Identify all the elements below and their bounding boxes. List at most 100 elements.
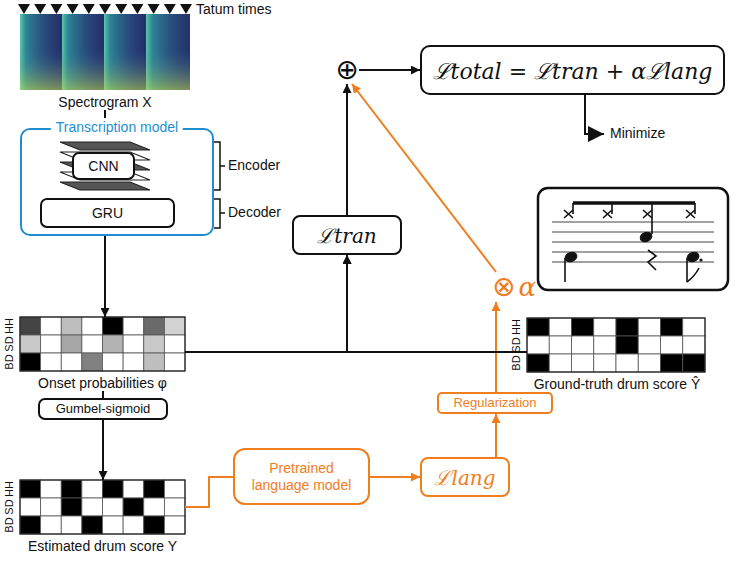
process-box: CNN [72,152,135,180]
probability-grid: Onset probabilities φ [20,317,185,391]
grid-cell [61,516,82,534]
grid-cell [144,480,165,498]
drum-notation [686,210,695,218]
grid-cell [549,336,571,354]
grid-cell [164,353,185,371]
spectrogram-image [20,50,190,90]
grid-cell [123,516,144,534]
grid-cell [103,317,124,335]
grid-cell [82,317,103,335]
process-box: Regularization [437,392,553,414]
grid-cell [616,354,638,372]
grid-cell [123,480,144,498]
grid-cell [594,318,616,336]
loss-box: ℒlang [420,457,510,497]
grid-cell [527,354,549,372]
drum-notation [564,210,573,218]
node-text: Estimated drum score Y [28,538,177,554]
grid-frame [527,318,705,372]
tatum-marker [18,4,30,14]
grid-cell [683,336,705,354]
drum-notation [538,188,728,290]
grid-cell [616,318,638,336]
node-text: Gumbel-sigmoid [56,401,151,417]
grid-cell [20,498,41,516]
spectrogram-image [20,14,190,90]
row-label: BD [510,355,522,370]
drum-notation [552,232,714,233]
drum-notation [699,258,702,261]
connector [102,420,104,480]
grid-cell [61,317,82,335]
bracket [214,142,225,190]
grid-cell [123,335,144,353]
drum-notation [603,210,612,218]
grid-cell [661,318,683,336]
grid-cell [41,335,62,353]
spectrogram: Spectrogram X [20,14,190,110]
drum-notation [573,201,695,205]
drum-notation [687,268,699,282]
tatum-marker [180,4,192,14]
drum-notation [538,188,728,290]
grid-cell [123,353,144,371]
drum-notation [552,242,714,243]
connector [104,110,106,118]
connector [346,84,348,215]
sum-symbol: ⊕ [335,56,359,84]
grid-cell [123,317,144,335]
bracket [214,142,225,228]
tatum-marker [148,4,160,14]
row-label: BD [3,517,15,532]
connector [359,69,420,71]
grid-cell [144,353,165,371]
grid-frame [20,480,185,534]
grid-cell [164,516,185,534]
grid-cell [164,317,185,335]
row-label: SD [510,337,522,352]
grid-cell [164,480,185,498]
tatum-marker [164,4,176,14]
node-text: GRU [92,205,123,222]
drum-notation [572,203,574,214]
loss-box: ℒtotal = ℒtran + αℒlang [420,45,725,95]
model-box: Pretrained language model [233,448,370,505]
annotation-label: Minimize [610,125,665,141]
tatum-marker [83,4,95,14]
grid-cell [41,516,62,534]
grid-cell [41,317,62,335]
node-text: Regularization [453,395,536,411]
node-text: ℒlang [434,464,495,491]
row-label: HH [3,481,15,497]
grid-cell [61,498,82,516]
grid-cell [572,318,594,336]
grid-cell [144,516,165,534]
grid-cell [549,354,571,372]
cnn-layers [60,142,150,190]
node-text: Onset probabilities φ [38,375,167,391]
row-label: SD [3,336,15,351]
minimize-arrow [585,95,604,134]
grid-cell [103,516,124,534]
drum-notation [639,231,653,244]
grid-cell [164,498,185,516]
grid-cell [103,480,124,498]
tatum-marker [50,4,62,14]
grid-cell [20,353,41,371]
weight-symbol: ⊗α [483,272,545,302]
drum-notation [648,250,656,270]
connector [347,255,527,352]
tatum-markers [18,4,192,14]
grid-cell [103,335,124,353]
row-label: HH [3,318,15,334]
row-label: BD [3,354,15,369]
grid-cell [82,498,103,516]
grid-cell [82,516,103,534]
tatum-marker [34,4,46,14]
node-text: CNN [88,158,118,175]
grid-cell [41,498,62,516]
spectrogram-image [20,14,190,90]
grid-cell [20,335,41,353]
row-label: SD [3,499,15,514]
